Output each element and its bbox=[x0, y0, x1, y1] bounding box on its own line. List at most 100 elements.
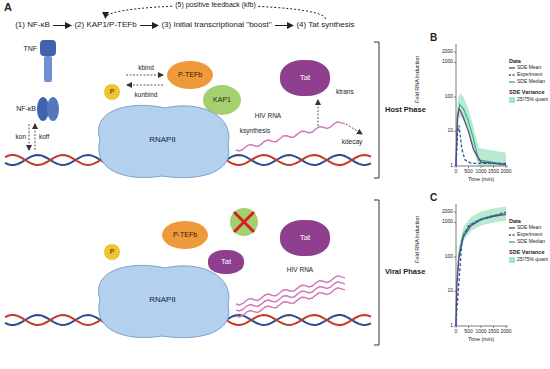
legend-line-sample bbox=[509, 81, 515, 82]
rate-constant: kunbind bbox=[135, 91, 158, 98]
phase-bracket bbox=[374, 200, 379, 345]
rate-constant: ksynthesis bbox=[240, 127, 270, 134]
legend-line-sample bbox=[509, 234, 515, 235]
legend-heading: Data bbox=[509, 218, 521, 224]
axis-title: Fold RNA Induction bbox=[414, 216, 420, 263]
axis-tick bbox=[506, 166, 507, 168]
axis-tick bbox=[506, 326, 507, 328]
axis-tick bbox=[481, 166, 482, 168]
node-text: Tat bbox=[300, 74, 311, 83]
legend-swatch bbox=[509, 257, 515, 263]
rate-constant: koff bbox=[39, 133, 49, 140]
tick-label: 500 bbox=[464, 169, 472, 175]
rate-arrow bbox=[35, 124, 36, 150]
variance-band bbox=[456, 93, 506, 166]
axis-tick bbox=[454, 96, 456, 97]
node-text: Tat bbox=[221, 258, 231, 266]
panel-letter: C bbox=[430, 192, 437, 203]
legend-text: 25/75% quant bbox=[517, 97, 548, 103]
tick-label: 1000 bbox=[475, 169, 486, 175]
protein-label: TNF bbox=[23, 45, 37, 53]
sde-mean-line bbox=[456, 109, 506, 166]
tick-label: 0 bbox=[455, 329, 458, 335]
phosphate-circle: P bbox=[104, 84, 120, 100]
legend-text: SDE Mean bbox=[517, 225, 541, 231]
tick-label: 2000 bbox=[500, 329, 511, 335]
tick-label: 10 bbox=[447, 129, 453, 135]
axis-tick bbox=[456, 166, 457, 168]
rna-polymerase: RNAPII bbox=[90, 260, 235, 340]
flow-arrow bbox=[53, 25, 71, 26]
rna-label: HIV RNA bbox=[287, 266, 313, 273]
legend-heading: Data bbox=[509, 58, 521, 64]
axis-tick bbox=[454, 52, 456, 53]
flow-step: (1) NF-κB bbox=[14, 20, 51, 31]
node-text: RNAPII bbox=[149, 296, 176, 305]
legend-heading: SDE Variance bbox=[509, 89, 544, 95]
ptefb-protein: P-TEFb bbox=[167, 61, 213, 89]
node-text: (4) Tat synthesis bbox=[296, 21, 354, 30]
tat-protein: Tat bbox=[208, 250, 244, 274]
phase-label: Host Phase bbox=[385, 106, 426, 114]
sde-mean-line bbox=[456, 215, 506, 327]
rate-arrow bbox=[126, 75, 163, 76]
panel-letter: A bbox=[4, 1, 12, 13]
node-text: Tat bbox=[300, 234, 311, 243]
tick-label: 500 bbox=[464, 329, 472, 335]
rate-constant: ktrans bbox=[336, 88, 354, 95]
x-axis bbox=[456, 166, 508, 167]
legend-text: SDE Median bbox=[517, 79, 545, 85]
tick-label: 1500 bbox=[488, 329, 499, 335]
rate-constant: kon bbox=[16, 133, 26, 140]
rate-constant: kbind bbox=[138, 64, 154, 71]
node-text: P-TEFb bbox=[173, 231, 197, 239]
legend-swatch bbox=[509, 97, 515, 103]
axis-tick bbox=[454, 222, 456, 223]
tnf-ligand bbox=[40, 40, 56, 56]
node-text: P bbox=[110, 248, 115, 256]
tick-label: 1500 bbox=[488, 169, 499, 175]
axis-title: Fold RNA Induction bbox=[414, 56, 420, 103]
hiv-rna-strand bbox=[236, 282, 345, 311]
legend-text: SDE Median bbox=[517, 239, 545, 245]
experiment-line bbox=[456, 212, 506, 326]
axis-tick bbox=[456, 326, 457, 328]
tat-protein: Tat bbox=[280, 60, 330, 96]
phase-bracket bbox=[374, 42, 379, 178]
red-cross bbox=[234, 212, 254, 232]
legend-line-sample bbox=[509, 74, 515, 75]
polymerase-shape bbox=[98, 265, 228, 337]
rate-arrow bbox=[318, 100, 319, 126]
protein-label: NF-κB bbox=[16, 105, 36, 113]
tick-label: 1 bbox=[450, 163, 453, 169]
panel-letter: B bbox=[430, 32, 437, 43]
legend-line-sample bbox=[509, 241, 515, 242]
hiv-rna-strand bbox=[236, 122, 345, 151]
tick-label: 2000 bbox=[442, 49, 453, 55]
legend-line-sample bbox=[509, 227, 515, 228]
rate-arrow bbox=[346, 124, 362, 134]
tick-label: 1000 bbox=[442, 220, 453, 226]
x-axis bbox=[456, 326, 508, 327]
edge-label: (5) positive feedback (kfb) bbox=[173, 2, 258, 10]
rna-polymerase: RNAPII bbox=[90, 100, 235, 180]
axis-tick bbox=[454, 256, 456, 257]
legend-heading: SDE Variance bbox=[509, 249, 544, 255]
flow-step: (2) KAP1/P-TEFb bbox=[73, 20, 138, 31]
experiment-line bbox=[456, 125, 506, 166]
tick-label: 0 bbox=[455, 169, 458, 175]
axis-tick bbox=[493, 166, 494, 168]
rate-constant: kdecay bbox=[342, 138, 363, 145]
axis-tick bbox=[454, 62, 456, 63]
axis-tick bbox=[454, 131, 456, 132]
node-text: (3) Initial transcriptional "boost" bbox=[161, 21, 271, 30]
node-text: (1) NF-κB bbox=[15, 21, 50, 30]
axis-tick bbox=[481, 326, 482, 328]
tick-label: 2000 bbox=[442, 209, 453, 215]
node-text: (2) KAP1/P-TEFb bbox=[74, 21, 136, 30]
tick-label: 2000 bbox=[500, 169, 511, 175]
axis-title: Time (min) bbox=[468, 336, 494, 342]
